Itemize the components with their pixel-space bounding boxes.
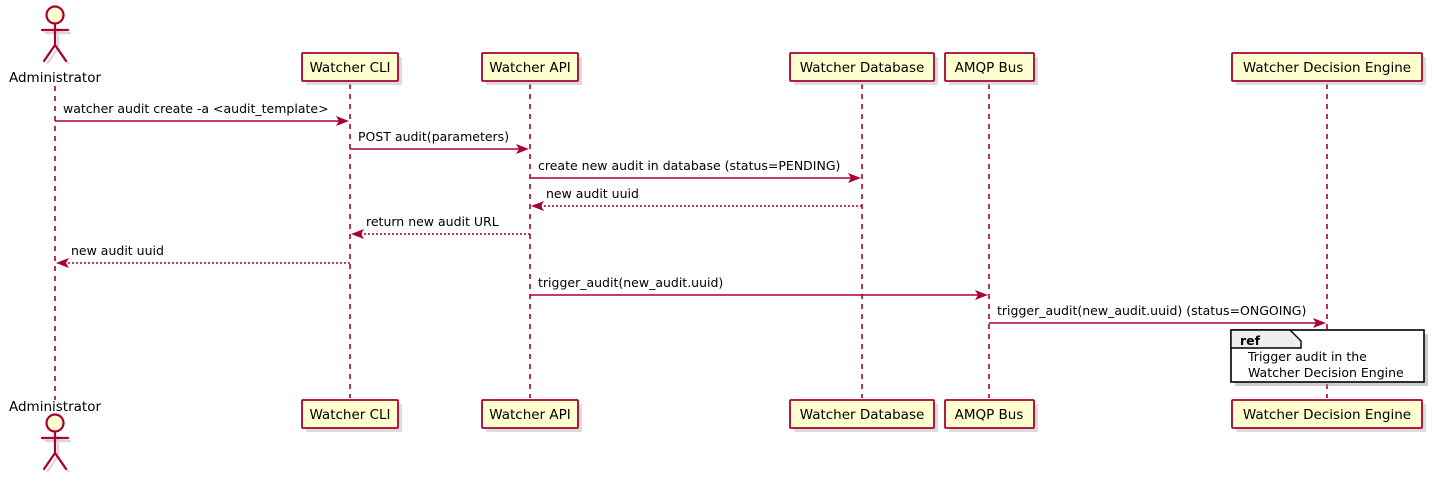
participant-label-watcher-api-bottom: Watcher API <box>489 407 571 423</box>
actor-head-bottom <box>45 413 65 433</box>
participant-label-amqp-bus-top: AMQP Bus <box>955 60 1024 76</box>
message-trigger-audit[interactable]: trigger_audit(new_audit.uuid) <box>530 275 988 300</box>
ref-tab-label: ref <box>1240 333 1261 348</box>
message-create-new-audit[interactable]: create new audit in database (status=PEN… <box>530 158 861 183</box>
participant-label-watcher-api-top: Watcher API <box>489 60 571 76</box>
participant-watcher-cli-top[interactable]: Watcher CLI <box>301 52 402 85</box>
message-arrowhead-right <box>848 173 861 183</box>
message-label: new audit uuid <box>71 243 164 258</box>
participant-watcher-cli-bottom[interactable]: Watcher CLI <box>301 399 402 432</box>
message-post-audit[interactable]: POST audit(parameters) <box>350 129 529 154</box>
actor-leg-right-bottom <box>53 451 68 471</box>
ref-line-1: Trigger audit in the <box>1247 349 1367 364</box>
participant-box <box>1231 399 1423 429</box>
participant-watcher-api-top[interactable]: Watcher API <box>481 52 582 85</box>
message-label: trigger_audit(new_audit.uuid) (status=ON… <box>997 303 1306 318</box>
ref-tab <box>1230 329 1302 349</box>
actor-leg-left-bottom <box>42 451 57 471</box>
participant-box <box>301 52 399 82</box>
message-label: new audit uuid <box>546 186 639 201</box>
participant-watcher-decision-engine-top[interactable]: Watcher Decision Engine <box>1231 52 1426 85</box>
message-label: watcher audit create -a <audit_template> <box>63 101 329 116</box>
participant-watcher-database-bottom[interactable]: Watcher Database <box>789 399 938 432</box>
participant-box <box>789 399 935 429</box>
actor-administrator-top[interactable]: Administrator <box>9 5 101 87</box>
message-arrowhead-left <box>351 229 364 239</box>
message-watcher-audit-create[interactable]: watcher audit create -a <audit_template> <box>55 101 349 126</box>
participant-box <box>944 399 1035 429</box>
participant-watcher-api-bottom[interactable]: Watcher API <box>481 399 582 432</box>
message-arrowhead-right <box>516 144 529 154</box>
participant-label-watcher-database-top: Watcher Database <box>800 60 925 76</box>
message-arrowhead-left <box>531 201 544 211</box>
actor-shadow-bottom <box>45 436 71 473</box>
actor-label-administrator-top: Administrator <box>9 70 101 86</box>
message-label: return new audit URL <box>366 214 499 229</box>
message-label: POST audit(parameters) <box>358 129 509 144</box>
actor-head-top <box>45 5 65 25</box>
participant-box <box>301 399 399 429</box>
actor-label-administrator-bottom: Administrator <box>9 399 101 415</box>
participant-label-amqp-bus-bottom: AMQP Bus <box>955 407 1024 423</box>
message-arrowhead-left <box>56 258 69 268</box>
participant-watcher-database-top[interactable]: Watcher Database <box>789 52 938 85</box>
participant-label-watcher-decision-engine-bottom: Watcher Decision Engine <box>1243 407 1411 423</box>
message-label: trigger_audit(new_audit.uuid) <box>538 275 723 290</box>
message-return-new-audit-url[interactable]: return new audit URL <box>351 214 530 239</box>
participant-amqp-bus-bottom[interactable]: AMQP Bus <box>944 399 1038 432</box>
message-arrowhead-right <box>1313 318 1326 328</box>
actor-shadow-top <box>45 28 71 65</box>
actor-administrator-bottom[interactable]: Administrator <box>9 399 101 473</box>
ref-line-2: Watcher Decision Engine <box>1248 365 1404 380</box>
actor-leg-left-top <box>42 43 57 63</box>
participant-label-watcher-database-bottom: Watcher Database <box>800 407 925 423</box>
participant-box <box>789 52 935 82</box>
participant-box <box>944 52 1035 82</box>
message-new-audit-uuid-db[interactable]: new audit uuid <box>531 186 862 211</box>
message-new-audit-uuid-admin[interactable]: new audit uuid <box>56 243 350 268</box>
message-arrowhead-right <box>975 290 988 300</box>
participant-amqp-bus-top[interactable]: AMQP Bus <box>944 52 1038 85</box>
message-label: create new audit in database (status=PEN… <box>538 158 840 173</box>
message-trigger-audit-ongoing[interactable]: trigger_audit(new_audit.uuid) (status=ON… <box>989 303 1326 328</box>
actor-leg-right-top <box>53 43 68 63</box>
participant-label-watcher-decision-engine-top: Watcher Decision Engine <box>1243 60 1411 76</box>
participant-box <box>1231 52 1423 82</box>
ref-fragment[interactable]: ref Trigger audit in the Watcher Decisio… <box>1230 329 1428 386</box>
message-arrowhead-right <box>336 116 349 126</box>
participant-box <box>481 399 579 429</box>
participant-box <box>481 52 579 82</box>
participant-watcher-decision-engine-bottom[interactable]: Watcher Decision Engine <box>1231 399 1426 432</box>
lifelines <box>54 84 1328 400</box>
participant-label-watcher-cli-bottom: Watcher CLI <box>309 407 390 423</box>
participant-label-watcher-cli-top: Watcher CLI <box>309 60 390 76</box>
